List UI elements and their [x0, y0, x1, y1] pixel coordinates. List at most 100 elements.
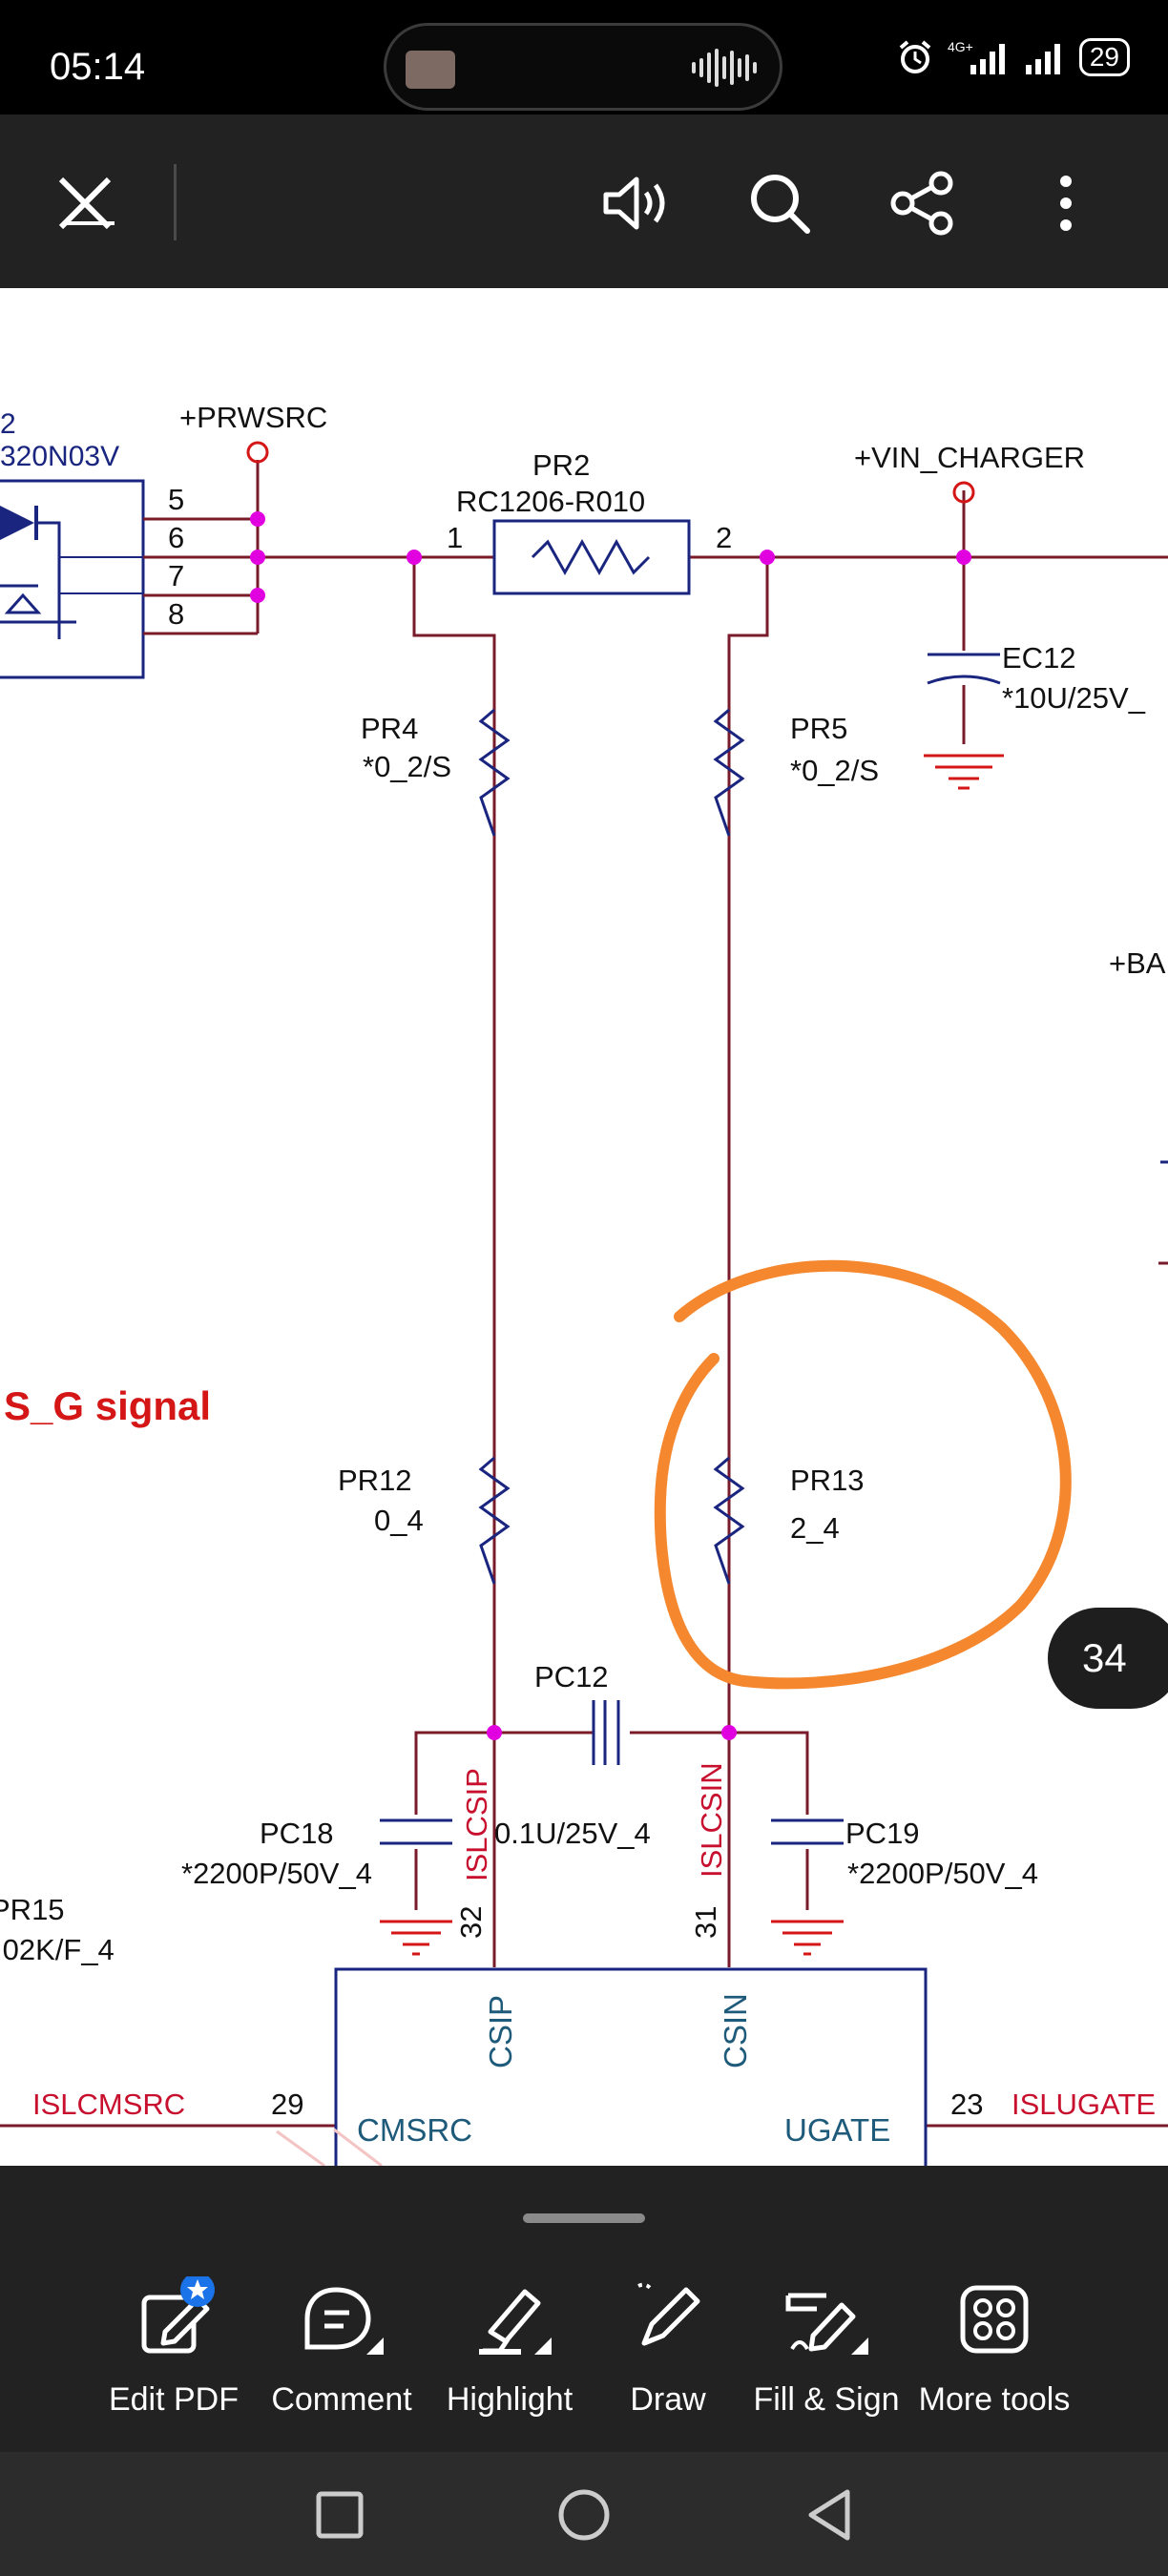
- ground-symbol: [924, 754, 1004, 790]
- ec12-capacitor: [927, 653, 1001, 685]
- pin-8: 8: [168, 597, 184, 631]
- system-nav-bar: [0, 2452, 1168, 2576]
- charger-ic-symbol: [334, 1967, 928, 2166]
- pr2-resistor: [492, 519, 691, 595]
- csin-pin-label: CSIN: [718, 1993, 753, 2068]
- pc12-capacitor: [592, 1700, 620, 1765]
- pr2-value: RC1206-R010: [456, 485, 645, 518]
- tool-label: More tools: [918, 2381, 1071, 2418]
- tool-label: Fill & Sign: [753, 2381, 900, 2418]
- ic-ref-partial: 2: [0, 408, 16, 440]
- battery-indicator: 29: [1078, 38, 1130, 76]
- triangle-back-icon: [808, 2489, 850, 2541]
- pr4-value: *0_2/S: [363, 750, 451, 783]
- tool-comment[interactable]: Comment: [256, 2276, 428, 2419]
- pr4-resistor: [478, 708, 511, 837]
- schematic-drawing: 2 320N03V: [0, 401, 1168, 2166]
- annotation-circle: [654, 1259, 1072, 1690]
- pin-31: 31: [689, 1906, 722, 1939]
- ec12-ref: EC12: [1002, 641, 1076, 675]
- fill-sign-icon: [785, 2293, 868, 2355]
- share-icon: [890, 171, 953, 236]
- pc18-value: *2200P/50V_4: [181, 1857, 372, 1890]
- pin-5: 5: [168, 483, 184, 516]
- junction-dots: [250, 511, 971, 1740]
- toolbar-divider: [174, 164, 177, 240]
- search-icon: [751, 175, 810, 234]
- pr15-ref: PR15: [0, 1893, 65, 1926]
- top-toolbar: [0, 114, 1168, 288]
- pc18-capacitor: [380, 1818, 452, 1845]
- pc18-ref: PC18: [260, 1817, 334, 1850]
- more-options-button[interactable]: [1025, 162, 1107, 244]
- vin-charger-terminal: [952, 481, 975, 504]
- back-button[interactable]: [805, 2488, 853, 2542]
- pin-23: 23: [950, 2088, 983, 2121]
- csip-pin-label: CSIP: [483, 1995, 518, 2068]
- tool-fill-sign[interactable]: Fill & Sign: [740, 2276, 912, 2419]
- prwsrc-label: +PRWSRC: [179, 401, 327, 434]
- page-number-badge[interactable]: 34: [1048, 1608, 1168, 1709]
- pc12-value: 0.1U/25V_4: [494, 1817, 651, 1850]
- svg-text:4G+: 4G+: [948, 39, 973, 54]
- ugate-pin-label: UGATE: [784, 2112, 890, 2148]
- alarm-icon: [899, 40, 931, 73]
- search-button[interactable]: [739, 162, 821, 244]
- pr5-value: *0_2/S: [790, 754, 879, 787]
- tool-highlight[interactable]: Highlight: [424, 2276, 595, 2419]
- tool-edit-pdf[interactable]: Edit PDF: [88, 2276, 260, 2419]
- panel-drag-handle[interactable]: [523, 2213, 645, 2223]
- circle-icon: [558, 2489, 610, 2541]
- tool-more-tools[interactable]: More tools: [908, 2276, 1080, 2419]
- islcmsrc-net: ISLCMSRC: [32, 2088, 185, 2121]
- pr2-pin2: 2: [716, 521, 732, 554]
- share-button[interactable]: [882, 162, 964, 244]
- pr12-ref: PR12: [338, 1464, 412, 1497]
- more-vertical-icon: [1060, 176, 1072, 231]
- pr2-ref: PR2: [532, 448, 590, 482]
- square-icon: [316, 2491, 364, 2539]
- tool-draw[interactable]: Draw: [582, 2276, 754, 2419]
- read-aloud-button[interactable]: [595, 162, 678, 244]
- dynamic-island[interactable]: [384, 23, 782, 111]
- pc19-capacitor: [771, 1818, 844, 1845]
- cmsrc-pin-label: CMSRC: [357, 2112, 472, 2148]
- status-bar: 05:14 4G+ 29: [0, 0, 1168, 114]
- pin-7: 7: [168, 559, 184, 592]
- vin-charger-label: +VIN_CHARGER: [854, 441, 1085, 474]
- pdf-page-viewport[interactable]: 2 320N03V: [0, 288, 1168, 2166]
- pin-29: 29: [271, 2088, 303, 2121]
- recents-button[interactable]: [315, 2490, 365, 2540]
- pr5-ref: PR5: [790, 712, 847, 745]
- status-time: 05:14: [50, 46, 146, 88]
- ec12-value: *10U/25V_: [1002, 681, 1146, 715]
- close-button[interactable]: [44, 162, 126, 244]
- status-icons: 4G+ 29: [896, 38, 1130, 76]
- pr12-resistor: [478, 1456, 511, 1585]
- speaker-icon: [603, 177, 665, 230]
- pc19-value: *2200P/50V_4: [847, 1857, 1038, 1890]
- pr12-value: 0_4: [374, 1504, 424, 1537]
- tool-label: Comment: [271, 2381, 412, 2418]
- more-tools-icon: [960, 2285, 1029, 2354]
- pr2-pin1: 1: [447, 521, 463, 554]
- close-icon: [58, 177, 115, 230]
- prwsrc-terminal: [246, 441, 269, 464]
- tool-label: Highlight: [446, 2381, 574, 2418]
- highlight-icon: [479, 2289, 552, 2355]
- pr4-ref: PR4: [361, 712, 418, 745]
- pr5-resistor: [713, 708, 745, 837]
- signal-note: S_G signal: [4, 1383, 211, 1428]
- pc12-ref: PC12: [534, 1660, 609, 1693]
- pc19-ref: PC19: [845, 1817, 920, 1850]
- home-button[interactable]: [557, 2488, 611, 2542]
- left-ic-symbol: 2 320N03V: [0, 408, 145, 679]
- pin-6: 6: [168, 521, 184, 554]
- pr15-value: .02K/F_4: [0, 1933, 115, 1966]
- edit-pdf-icon: [141, 2276, 215, 2354]
- draw-icon: [637, 2282, 700, 2346]
- pr13-ref: PR13: [790, 1464, 865, 1497]
- tool-label: Edit PDF: [108, 2381, 240, 2418]
- tool-label: Draw: [630, 2381, 706, 2418]
- pr13-value: 2_4: [790, 1511, 840, 1545]
